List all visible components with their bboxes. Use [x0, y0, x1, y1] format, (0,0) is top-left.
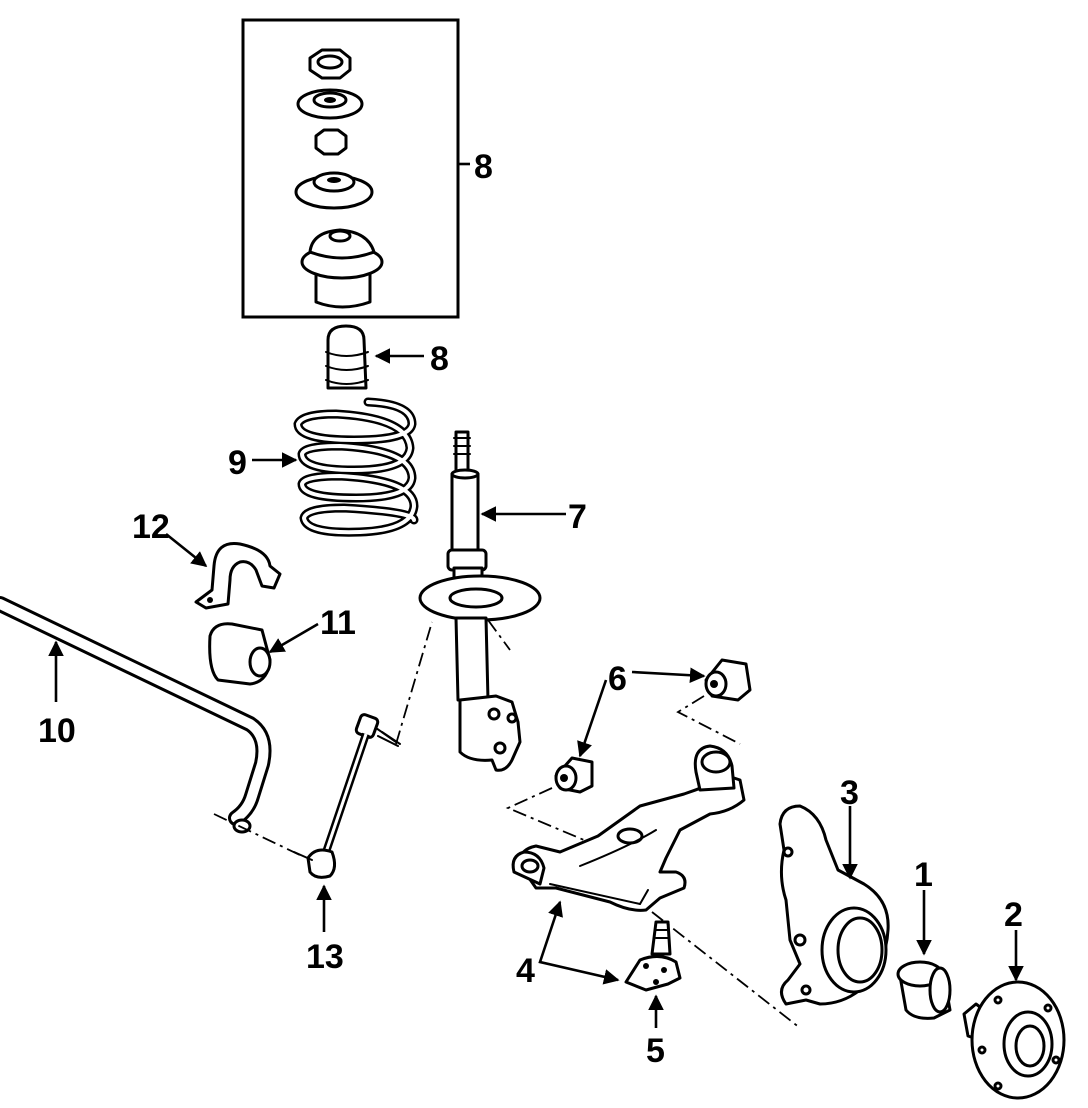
callout-7: 7	[568, 498, 587, 536]
leader-line-12	[165, 532, 208, 568]
steering-knuckle	[778, 804, 890, 1006]
stabilizer-bar	[0, 596, 272, 834]
bushing-dash-front	[505, 787, 585, 841]
callout-2: 2	[1004, 896, 1023, 934]
bar-dash	[213, 813, 303, 857]
ball-joint	[624, 920, 682, 992]
bushing-dash-rear	[676, 695, 741, 745]
mount-nut-small	[314, 128, 348, 156]
callout-10: 10	[38, 712, 76, 750]
strut-assembly	[418, 430, 542, 772]
stabilizer-bracket	[194, 541, 282, 610]
stabilizer-link	[293, 713, 401, 879]
wheel-hub	[962, 980, 1066, 1100]
callout-8-box: 8	[474, 148, 493, 186]
callout-13: 13	[306, 938, 344, 976]
control-arm-bushing-rear	[704, 658, 752, 702]
callout-12: 12	[132, 508, 170, 546]
leader-line-6a	[577, 679, 608, 758]
callout-4: 4	[516, 952, 535, 990]
mount-nut-top	[308, 48, 352, 80]
callout-11: 11	[320, 604, 356, 642]
lower-control-arm	[511, 744, 746, 912]
callout-1: 1	[914, 856, 933, 894]
leader-line-11	[268, 622, 319, 654]
mount-bearing	[294, 171, 374, 210]
wheel-bearing	[896, 960, 952, 1020]
strut-mount-kit-box	[241, 18, 460, 319]
leader-line-4	[538, 900, 620, 985]
leader-line-6b	[631, 667, 706, 684]
callout-5: 5	[646, 1032, 665, 1070]
stabilizer-bushing	[208, 622, 272, 686]
callout-3: 3	[840, 774, 859, 812]
strut-mount-kit-group	[241, 18, 460, 319]
strut-dash-a	[487, 619, 511, 651]
callout-8-bumper: 8	[430, 340, 449, 378]
callout-9: 9	[228, 444, 247, 482]
callout-6: 6	[608, 660, 627, 698]
control-arm-bushing-front	[554, 756, 594, 794]
link-dash	[395, 621, 433, 745]
ball-joint-dash	[651, 911, 801, 1029]
mount-washer	[296, 88, 364, 120]
coil-spring	[293, 397, 419, 537]
bump-stop	[325, 324, 369, 390]
upper-strut-mount	[300, 228, 384, 309]
